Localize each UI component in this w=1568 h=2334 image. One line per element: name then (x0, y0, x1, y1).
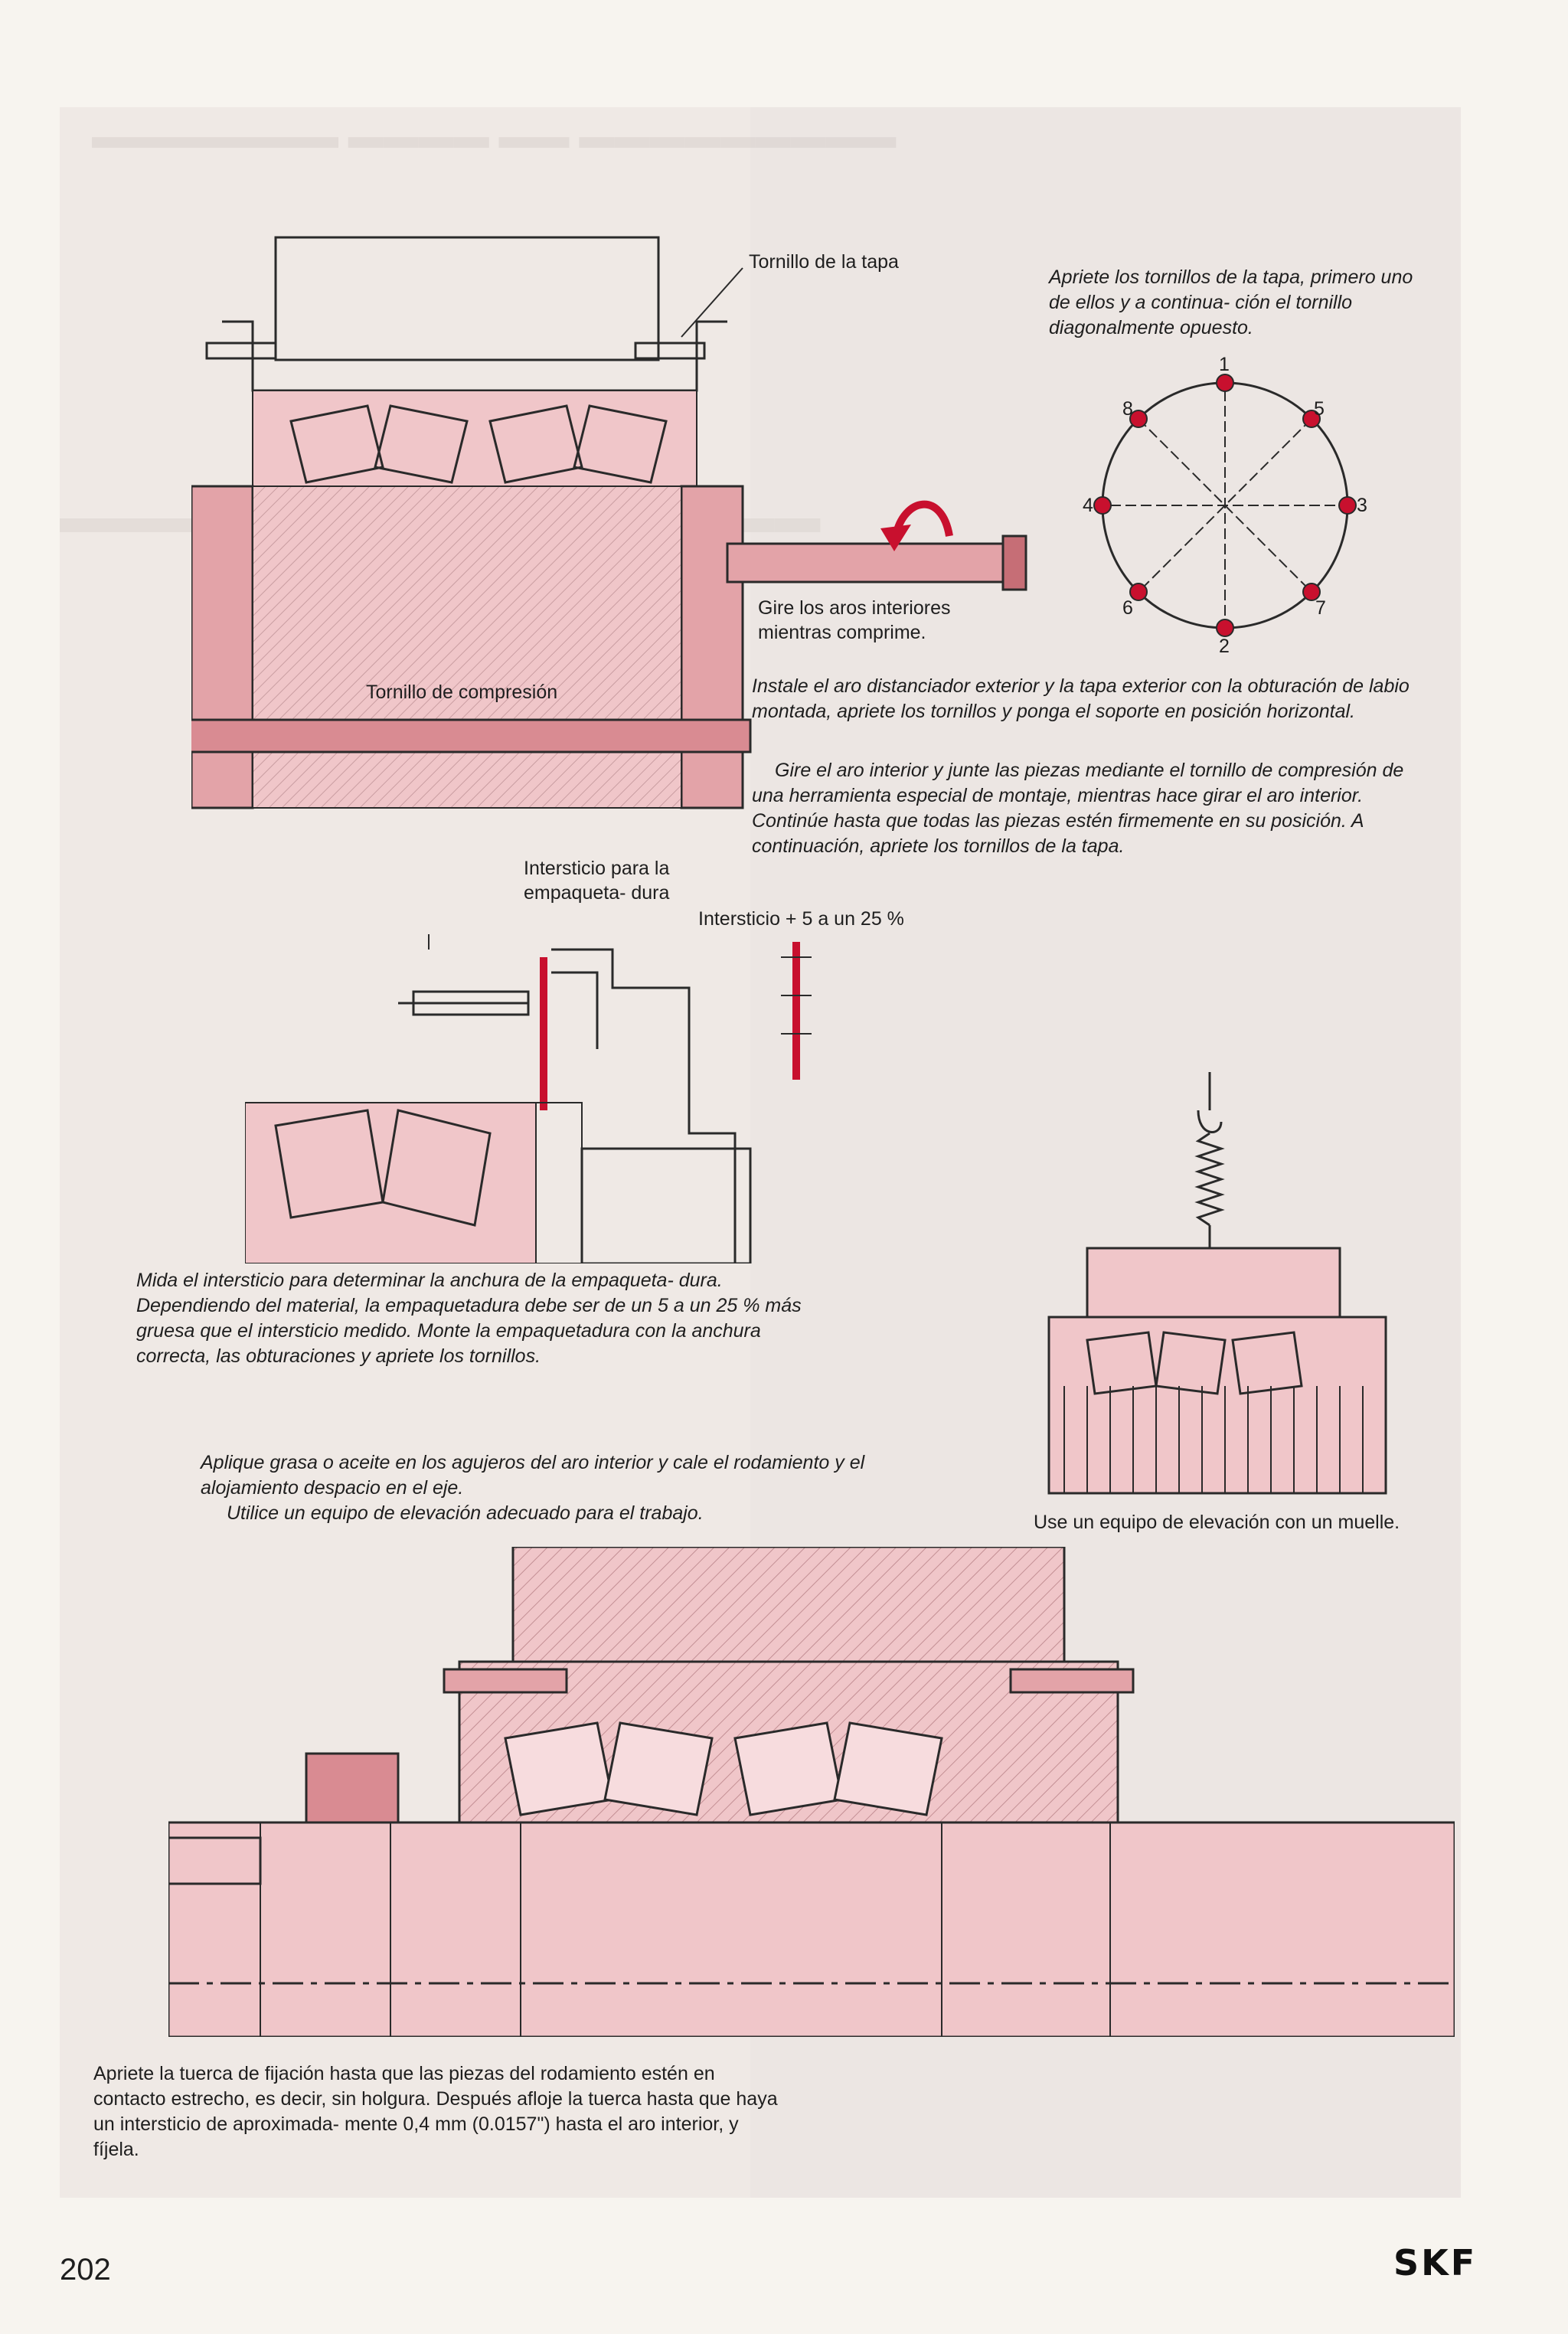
bolt-2 (1216, 619, 1234, 637)
label-intersticio-empaquetadura: Intersticio para la empaqueta- dura (524, 858, 670, 904)
diagram-bolt-pattern (1093, 374, 1357, 637)
caption-apriete-tuerca: Apriete la tuerca de fijación hasta que … (93, 2063, 778, 2160)
bolt-5 (1302, 410, 1321, 428)
caption-instale-p1: Instale el aro distanciador exterior y l… (752, 675, 1410, 722)
caption-apriete-tornillos: Apriete los tornillos de la tapa, primer… (1049, 266, 1413, 338)
diagram-compression-tool (191, 236, 1027, 809)
bolt-label-4: 4 (1083, 495, 1093, 516)
show-through-heading-1: ▬▬▬▬▬▬▬ ▬▬▬▬ ▬▬ ▬▬▬▬▬▬▬▬▬ (92, 116, 897, 155)
label-tornillo-tapa: Tornillo de la tapa (749, 251, 899, 273)
bolt-label-3: 3 (1357, 495, 1367, 516)
caption-muelle: Use un equipo de elevación con un muelle… (1034, 1512, 1400, 1533)
caption-aplique-p1: Aplique grasa o aceite en los agujeros d… (201, 1452, 865, 1499)
diagram-gap-measurement (245, 934, 812, 1263)
bolt-6 (1129, 583, 1148, 601)
bolt-1 (1216, 374, 1234, 392)
bolt-label-2: 2 (1219, 636, 1230, 657)
bolt-label-6: 6 (1122, 597, 1133, 619)
bolt-label-7: 7 (1315, 597, 1326, 619)
diagram-shaft-assembly (168, 1547, 1455, 2037)
bolt-8 (1129, 410, 1148, 428)
bolt-label-1: 1 (1219, 354, 1230, 375)
caption-aplique-p2: Utilice un equipo de elevación adecuado … (227, 1502, 704, 1524)
label-gire-aros: Gire los aros interiores mientras compri… (758, 597, 951, 643)
bolt-3 (1338, 496, 1357, 515)
page-number: 202 (60, 2253, 111, 2287)
bolt-label-8: 8 (1122, 398, 1133, 420)
bolt-label-5: 5 (1314, 398, 1325, 420)
bolt-4 (1093, 496, 1112, 515)
caption-mida: Mida el intersticio para determinar la a… (136, 1270, 802, 1367)
caption-instale-p2: Gire el aro interior y junte las piezas … (752, 760, 1404, 857)
label-tornillo-compresion: Tornillo de compresión (366, 682, 558, 703)
bolt-7 (1302, 583, 1321, 601)
diagram-lift-spring (1047, 1072, 1387, 1495)
label-intersticio-mas: Intersticio + 5 a un 25 % (698, 908, 904, 930)
skf-logo: SKF (1393, 2242, 1478, 2283)
